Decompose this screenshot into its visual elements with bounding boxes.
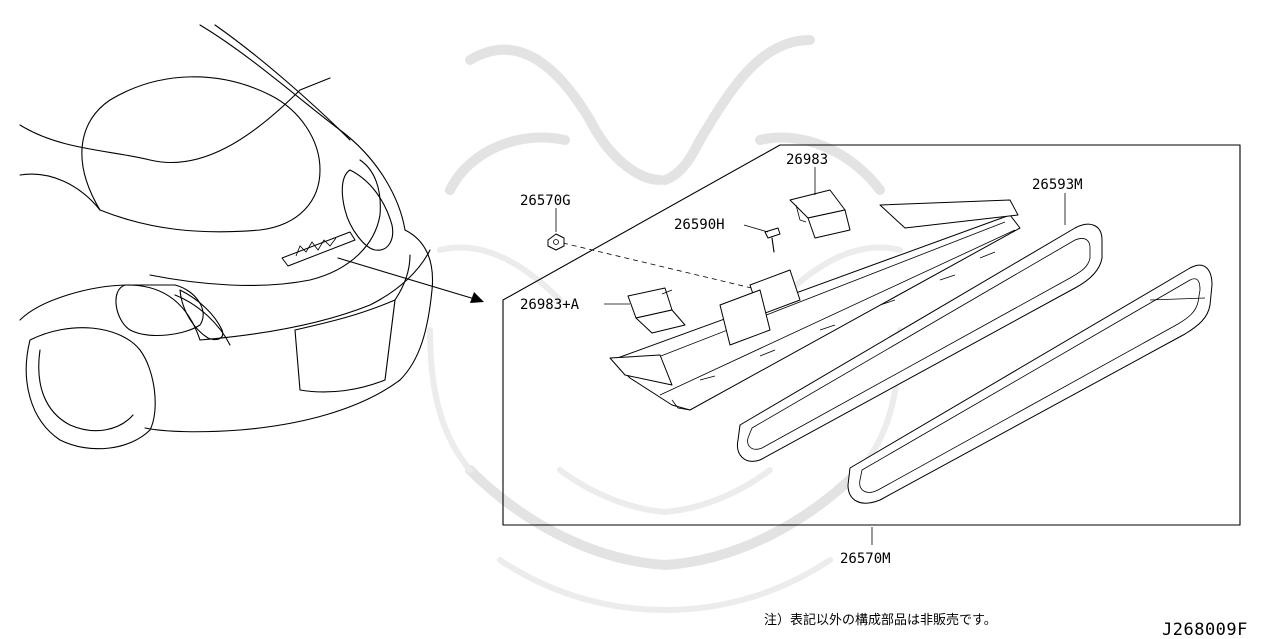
screw-26590h[interactable] xyxy=(764,227,781,253)
callout-26983a: 26983+A xyxy=(520,297,580,313)
callout-26570m: 26570M xyxy=(840,551,891,567)
pointer-arrow xyxy=(337,257,484,303)
lens-26593m[interactable] xyxy=(736,223,1103,462)
callout-26590h: 26590H xyxy=(674,217,725,233)
lamp-housing[interactable] xyxy=(609,199,1021,411)
dashed-guide-line xyxy=(562,242,761,291)
figure-code: J268009F xyxy=(1162,620,1248,639)
callout-26570g: 26570G xyxy=(520,193,571,209)
clip-26570g[interactable] xyxy=(547,233,565,251)
vehicle-rear-view xyxy=(19,24,434,450)
bracket-26983[interactable] xyxy=(789,189,851,239)
bracket-26983a[interactable] xyxy=(627,287,686,334)
callout-26983: 26983 xyxy=(786,152,828,168)
callout-26593m: 26593M xyxy=(1032,177,1083,193)
footnote: 注）表記以外の構成部品は非販売です。 xyxy=(764,612,997,628)
leader-lines xyxy=(555,167,1066,545)
detail-frame xyxy=(502,144,1241,526)
outer-cover-26570m[interactable] xyxy=(847,264,1213,504)
